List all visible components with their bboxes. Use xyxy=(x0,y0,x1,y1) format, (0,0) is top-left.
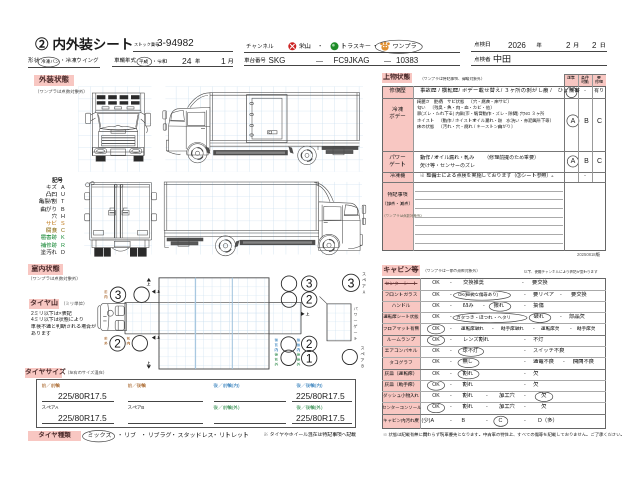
svg-text:2: 2 xyxy=(306,293,313,307)
svg-text:2: 2 xyxy=(114,337,121,351)
svg-text:3: 3 xyxy=(115,288,122,302)
svg-text:後前内: 後前内 xyxy=(274,337,279,352)
svg-text:2: 2 xyxy=(306,337,313,351)
svg-text:上: 上 xyxy=(146,283,151,288)
svg-text:前内: 前内 xyxy=(103,289,108,299)
svg-text:後後外: 後後外 xyxy=(296,352,301,367)
svg-text:1: 1 xyxy=(306,351,313,365)
svg-text:上: 上 xyxy=(146,361,151,366)
svg-text:後前外: 後前外 xyxy=(274,352,279,367)
svg-text:スペアB: スペアB xyxy=(360,346,366,370)
svg-text:上: 上 xyxy=(305,313,310,318)
svg-text:3: 3 xyxy=(348,276,355,290)
svg-text:上: 上 xyxy=(156,290,161,295)
svg-text:スペアA: スペアA xyxy=(361,272,367,296)
svg-text:前内: 前内 xyxy=(126,336,131,346)
svg-text:前外: 前外 xyxy=(103,336,108,346)
svg-text:3: 3 xyxy=(306,277,313,291)
svg-text:後後内: 後後内 xyxy=(296,337,301,352)
svg-text:上: 上 xyxy=(156,336,161,341)
svg-text:パワーゲート: パワーゲート xyxy=(353,306,359,342)
